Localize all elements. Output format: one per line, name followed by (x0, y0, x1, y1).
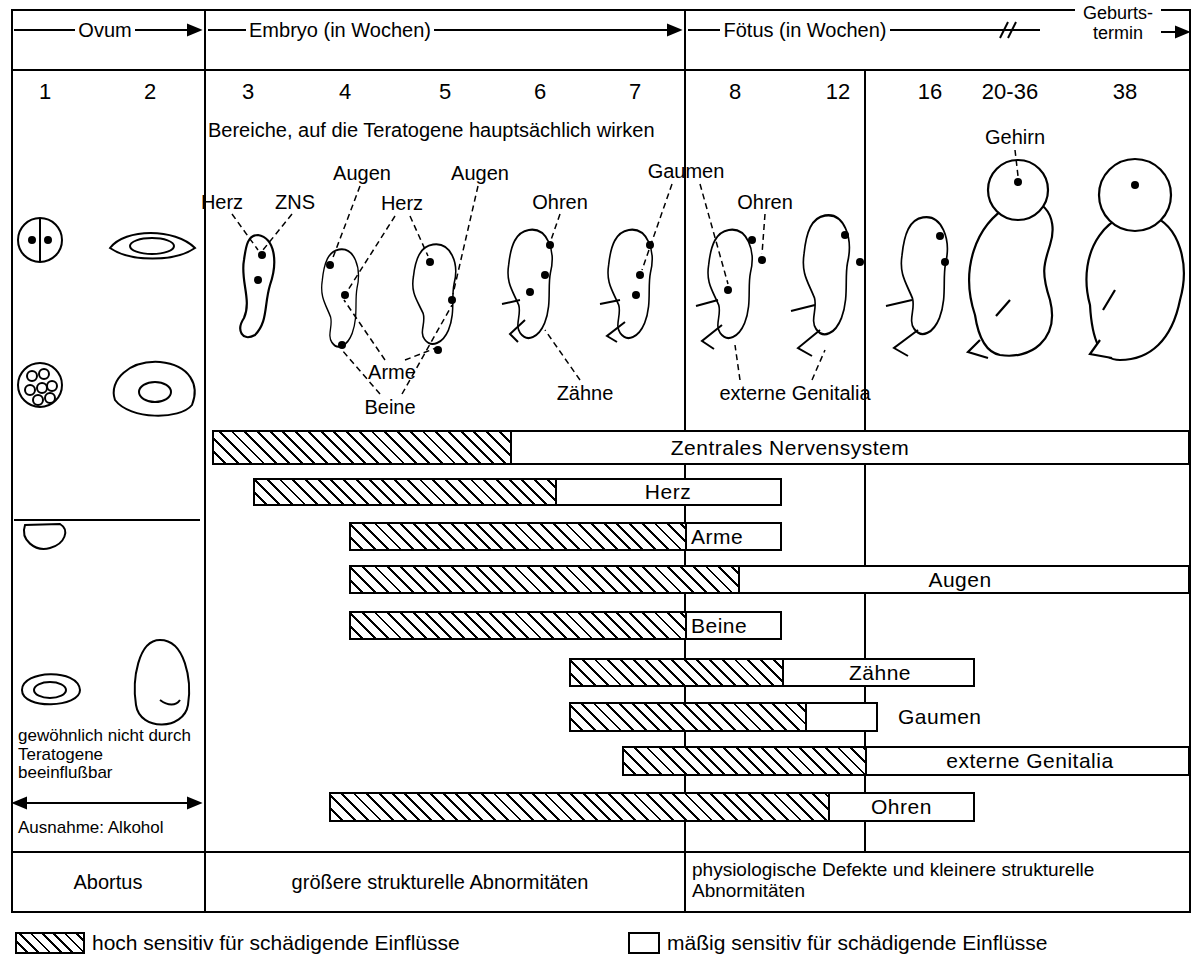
leader-lines (232, 150, 1018, 394)
label: größere strukturelle Abnormitäten (292, 871, 589, 893)
label: Ausnahme: Alkohol (18, 819, 164, 838)
bar-label: Herz (642, 480, 694, 503)
label: 20-36 (982, 80, 1038, 104)
label: 5 (439, 80, 451, 104)
sensitivity-bar: externe Genitalia (622, 746, 1190, 776)
sensitivity-bar: Augen (349, 565, 1190, 594)
hatched-segment (331, 794, 830, 820)
label: Abortus (74, 871, 143, 893)
legend-swatch (628, 932, 660, 954)
sensitivity-bar: Zentrales Nervensystem (212, 430, 1190, 465)
label: 1 (39, 80, 51, 104)
sensitivity-bar: Herz (253, 478, 782, 506)
label: Gaumen (648, 160, 725, 182)
hatched-segment (214, 432, 512, 463)
sensitivity-bar: Arme (349, 522, 782, 551)
bar-label: Gaumen (895, 705, 985, 728)
hatched-segment (351, 524, 687, 549)
hatched-segment (571, 660, 784, 685)
sensitivity-bar: Gaumen (569, 702, 878, 732)
label: Fötus (in Wochen) (720, 19, 889, 41)
label: Herz (381, 192, 423, 214)
embryos (240, 159, 1183, 360)
label: Geburts- termin (1075, 4, 1161, 44)
legend-text: hoch sensitiv für schädigende Einflüsse (92, 931, 460, 954)
label: gewöhnlich nicht durch Teratogene beeinf… (18, 727, 202, 783)
label: 7 (629, 80, 641, 104)
sensitivity-bar: Beine (349, 611, 782, 640)
label: Embryo (in Wochen) (246, 19, 434, 41)
bar-label: Ohren (868, 795, 935, 818)
bar-label: Augen (925, 568, 994, 591)
bar-label: externe Genitalia (943, 749, 1116, 772)
ovum-stages (14, 218, 200, 725)
label: physiologische Defekte und kleinere stru… (692, 860, 1152, 902)
bar-label: Zähne (846, 661, 914, 684)
label: 6 (534, 80, 546, 104)
label: 2 (144, 80, 156, 104)
hatched-segment (351, 567, 740, 592)
label: Augen (451, 162, 509, 184)
bar-label: Zentrales Nervensystem (668, 436, 913, 459)
sensitivity-bar: Ohren (329, 792, 975, 822)
hatched-segment (624, 748, 867, 774)
legend-text: mäßig sensitiv für schädigende Einflüsse (667, 931, 1048, 954)
label: 8 (729, 80, 741, 104)
label: Bereiche, auf die Teratogene hauptsächli… (208, 119, 655, 141)
bar-label: Arme (688, 525, 746, 548)
header-arrows (14, 22, 1188, 808)
label: Beine (364, 396, 415, 418)
label: Ohren (532, 191, 588, 213)
label: 3 (242, 80, 254, 104)
legend-swatch (15, 932, 85, 954)
label: externe Genitalia (719, 382, 870, 404)
label: Augen (333, 162, 391, 184)
label: 4 (339, 80, 351, 104)
label: Gehirn (985, 126, 1045, 148)
bar-label: Beine (688, 614, 750, 637)
label: 38 (1113, 80, 1137, 104)
grid (12, 10, 1190, 912)
label: 12 (826, 80, 850, 104)
label: Zähne (557, 382, 614, 404)
label: Arme (368, 361, 416, 383)
sensitivity-bar: Zähne (569, 658, 975, 687)
hatched-segment (571, 704, 807, 730)
label: ZNS (275, 191, 315, 213)
label: Ovum (75, 19, 134, 41)
hatched-segment (255, 480, 557, 504)
hatched-segment (351, 613, 687, 638)
label: Herz (201, 191, 243, 213)
label: 16 (918, 80, 942, 104)
label: Ohren (737, 191, 793, 213)
